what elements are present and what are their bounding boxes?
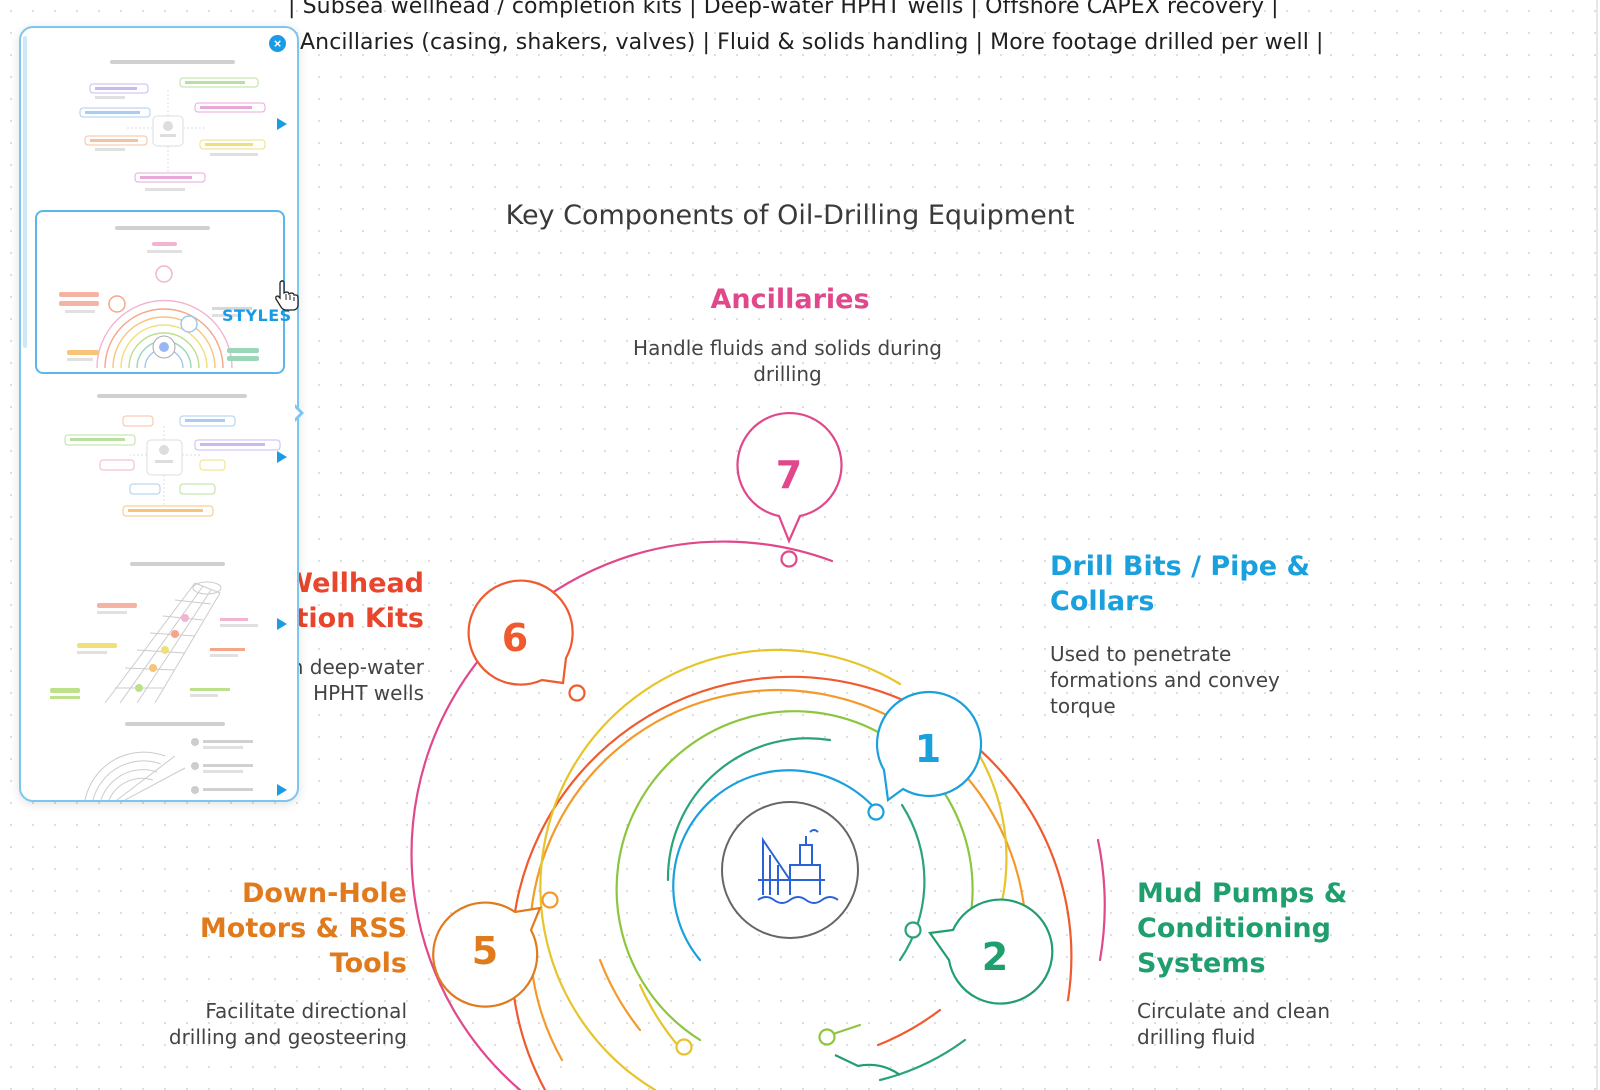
style-thumbnail-mind-map-2[interactable] (35, 380, 281, 540)
bubble-1-number: 1 (915, 727, 941, 771)
bubble-6-number: 6 (502, 616, 528, 660)
mind-map-thumbnail-graphic (79, 60, 266, 191)
styles-panel[interactable]: STYLES (19, 26, 299, 802)
item-6-description: in deep-water HPHT wells (285, 655, 424, 705)
bubble-7: 7 (736, 412, 843, 544)
item-1-heading: Drill Bits / Pipe & Collars (1050, 551, 1310, 617)
bubble-7-number: 7 (776, 453, 802, 497)
item-5-heading: Down-Hole Motors & RSS Tools (199, 878, 407, 979)
play-icon-2[interactable] (277, 451, 287, 463)
diagram-title: Key Components of Oil-Drilling Equipment (505, 200, 1075, 231)
play-icon[interactable] (277, 118, 287, 130)
panel-scrollbar[interactable] (23, 36, 27, 348)
ring-2b (898, 803, 926, 962)
radial-thumbnail-graphic (84, 722, 253, 800)
item-7-description: Handle fluids and solids during drilling (633, 336, 942, 386)
style-thumbnail-radial[interactable] (35, 716, 281, 800)
ring-2 (666, 737, 832, 882)
hand-cursor-icon (275, 280, 299, 311)
header-line-2: Ancillaries (casing, shakers, valves) | … (300, 30, 1324, 55)
style-thumbnail-concentric[interactable] (35, 210, 285, 374)
mind-map-2-thumbnail-graphic (64, 394, 281, 517)
concentric-thumbnail-graphic (59, 226, 259, 369)
bubble-2-number: 2 (982, 935, 1008, 979)
bubble-5: 5 (432, 901, 542, 1008)
ring-4 (539, 648, 902, 1090)
panel-pointer (293, 404, 304, 422)
bubble-2: 2 (928, 898, 1054, 1005)
markers (541, 550, 922, 1056)
style-thumbnail-funnel-grid[interactable] (35, 548, 281, 708)
play-icon-4[interactable] (277, 784, 287, 796)
funnel-grid-thumbnail-graphic (50, 562, 258, 704)
page-scrollbar[interactable] (1566, 0, 1600, 1090)
style-thumbnail-mind-map[interactable] (35, 48, 281, 208)
item-1-description: Used to penetrate formations and convey … (1050, 642, 1280, 718)
bubble-5-number: 5 (472, 929, 498, 973)
header-line-1: | Subsea wellhead / completion kits | De… (288, 0, 1279, 19)
item-2-description: Circulate and clean drilling fluid (1137, 999, 1331, 1049)
bubble-6: 6 (467, 579, 574, 686)
bubble-1: 1 (875, 690, 983, 802)
bubble-3-partial (834, 1054, 901, 1076)
play-icon-3[interactable] (277, 618, 287, 630)
ring-3 (615, 710, 974, 1042)
ring-7 (410, 540, 834, 1090)
offshore-rig-icon (757, 829, 839, 904)
item-2-heading: Mud Pumps & Conditioning Systems (1137, 878, 1348, 979)
styles-label[interactable]: STYLES (222, 306, 292, 325)
close-icon[interactable]: × (269, 35, 286, 52)
item-7-heading: Ancillaries (710, 284, 870, 315)
item-5-description: Facilitate directional drilling and geos… (168, 999, 407, 1049)
ring-1 (672, 769, 880, 962)
